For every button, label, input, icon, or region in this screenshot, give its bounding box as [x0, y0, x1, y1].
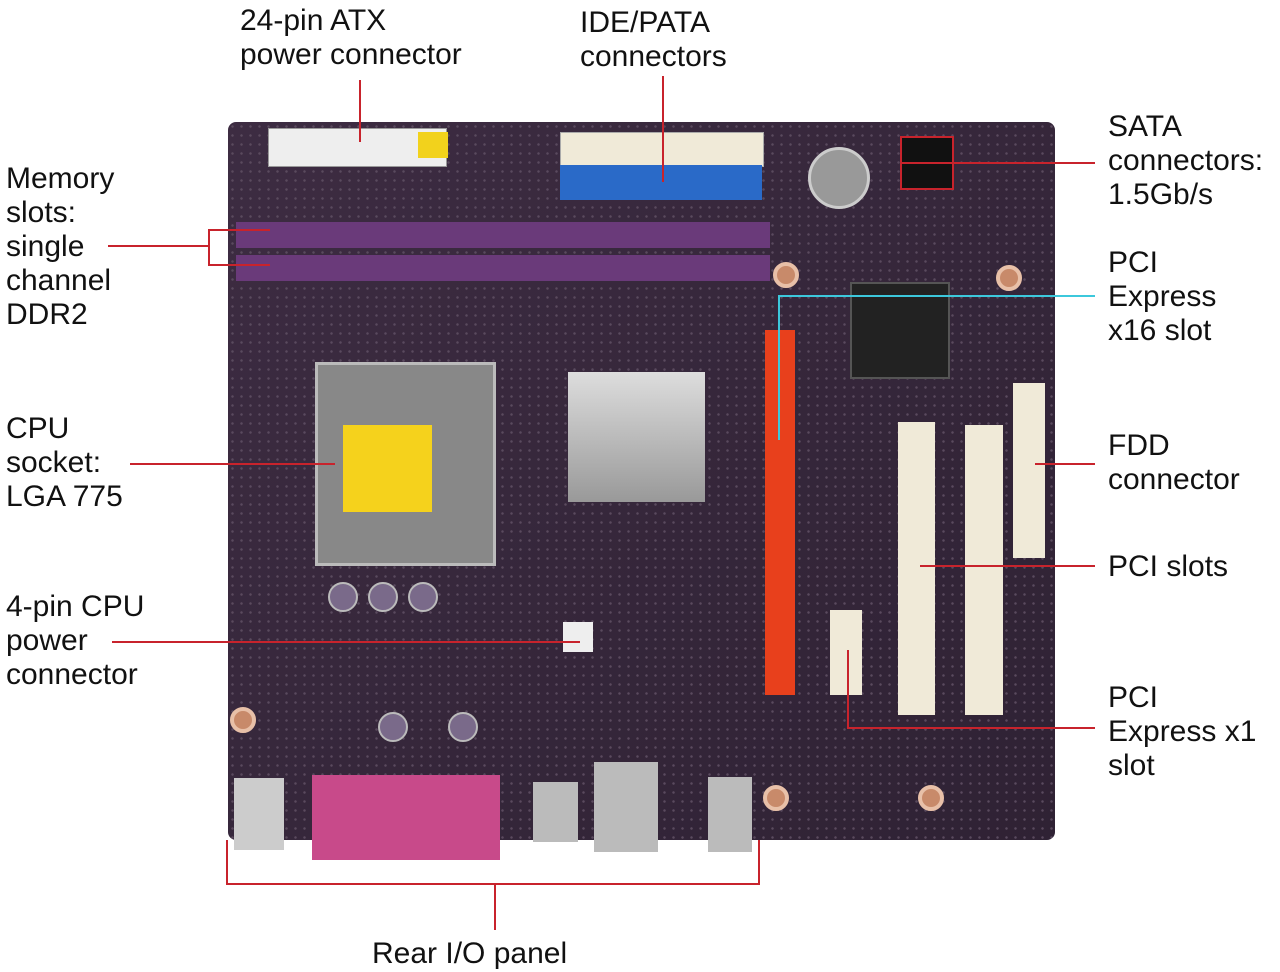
capacitor — [378, 712, 408, 742]
pcie1-leader-drop — [847, 650, 849, 729]
fdd-leader — [1035, 463, 1095, 465]
capacitor — [328, 582, 358, 612]
mounting-hole — [918, 785, 944, 811]
audio-ports — [708, 777, 752, 852]
memory-bracket — [208, 229, 210, 266]
rear-io-bracket-right — [758, 840, 760, 885]
pci-slot-1 — [898, 422, 935, 715]
mounting-hole — [996, 265, 1022, 291]
usb-ports — [533, 782, 578, 842]
memory-slot-2 — [236, 255, 770, 281]
fdd-connector — [1013, 383, 1045, 558]
rear-io-bracket-left — [226, 840, 228, 885]
label-pcie1: PCI Express x1 slot — [1108, 681, 1257, 782]
label-sata: SATA connectors: 1.5Gb/s — [1108, 110, 1264, 211]
mounting-hole — [763, 785, 789, 811]
pcie-x1-slot — [830, 610, 862, 695]
cpu-power-connector — [563, 622, 593, 652]
atx-connector — [268, 128, 447, 167]
northbridge-heatsink — [568, 372, 705, 502]
ps2-ports — [234, 778, 284, 850]
label-ide: IDE/PATA connectors — [580, 6, 727, 73]
atx-tag — [418, 132, 448, 158]
memory-slot-1 — [236, 222, 770, 248]
pci-leader — [920, 565, 1095, 567]
label-memory: Memory slots: single channel DDR2 — [6, 162, 115, 331]
cmos-battery — [808, 147, 870, 209]
cpu-power-leader — [112, 641, 580, 643]
pcie16-leader-drop — [778, 295, 780, 440]
mounting-hole — [230, 707, 256, 733]
capacitor — [448, 712, 478, 742]
label-fdd: FDD connector — [1108, 429, 1240, 496]
motherboard-photo — [228, 122, 1055, 860]
mounting-hole — [773, 262, 799, 288]
pci-slot-2 — [965, 425, 1003, 715]
label-rear-io: Rear I/O panel — [372, 937, 568, 970]
memory-leader — [108, 245, 210, 247]
lan-usb-ports — [594, 762, 658, 852]
label-atx: 24-pin ATX power connector — [240, 4, 462, 71]
label-cpu: CPU socket: LGA 775 — [6, 412, 123, 513]
rear-io-bracket-bottom — [226, 883, 760, 885]
memory-bracket-top — [208, 229, 270, 231]
pcie1-leader — [847, 727, 1095, 729]
memory-bracket-bottom — [208, 264, 270, 266]
cpu-sticker — [343, 425, 432, 512]
cpu-leader — [130, 463, 335, 465]
pcie-x16-slot — [765, 330, 795, 695]
atx-leader — [359, 80, 361, 142]
parallel-port — [312, 775, 500, 860]
southbridge-chip — [850, 282, 950, 379]
pcie16-leader — [778, 295, 1095, 297]
capacitor — [368, 582, 398, 612]
ide-leader — [662, 76, 664, 182]
label-pcie16: PCI Express x16 slot — [1108, 246, 1217, 347]
sata-leader — [900, 162, 1095, 164]
capacitor — [408, 582, 438, 612]
rear-io-leader — [494, 883, 496, 930]
label-pci: PCI slots — [1108, 550, 1229, 583]
ide-connector-blue — [560, 165, 762, 200]
label-cpu-power: 4-pin CPU power connector — [6, 590, 145, 691]
